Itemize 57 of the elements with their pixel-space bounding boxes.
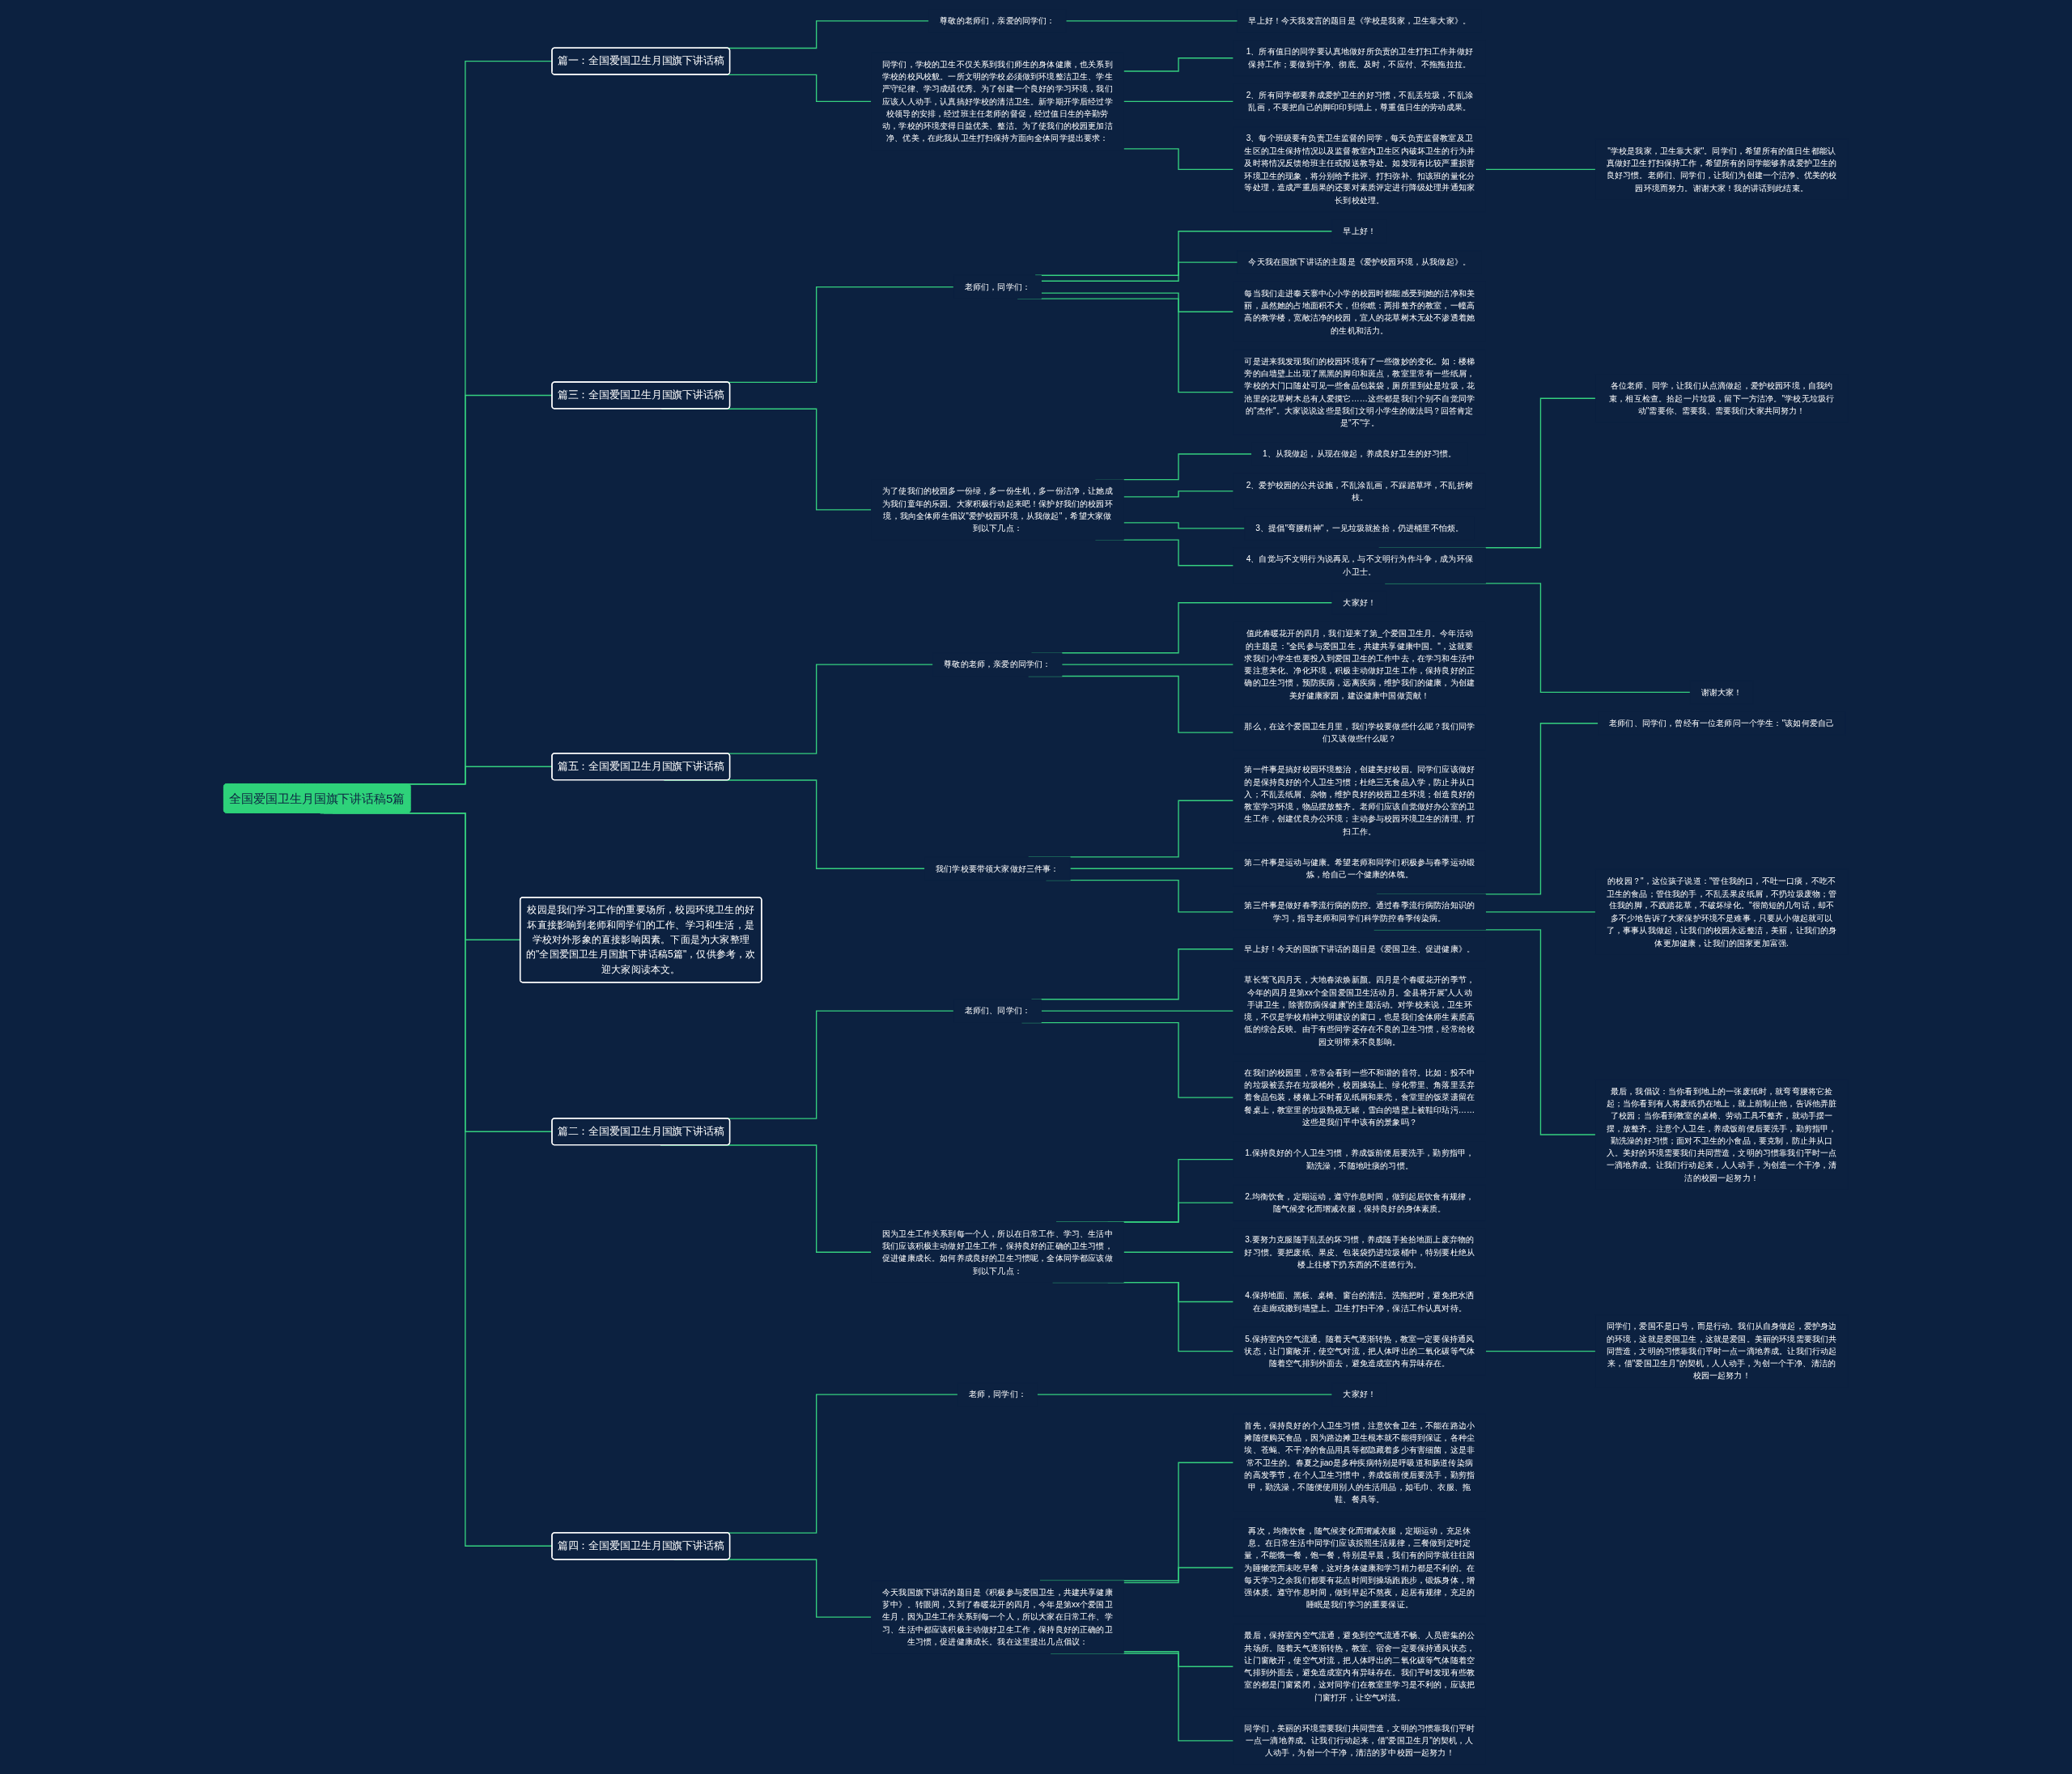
node-text: 最后，保持室内空气流通，避免到空气流通不畅、人员密集的公共场所。随着天气逐渐转热，教室、宿舍一定要保持通风状态，让门窗敞开，使空气对流，把人体呼出的二氧化碳等气体随着空气排到外面去，避免造成室内有异味存在。我们平时发现有些教室的都是门窗紧闭，这对同学们在教室里学习是不利的，应该把门窗打开，让空气对流。 <box>1244 1630 1475 1702</box>
node-text: 3.要努力克服随手乱丢的坏习惯，养成随手捡拾地面上废弃物的好习惯。要把废纸、果皮、包装袋扔进垃圾桶中，特别要杜绝从楼上往楼下扔东西的不道德行为。 <box>1244 1234 1475 1269</box>
node-text: 3、提倡"弯腰精神"，一见垃圾就捡拾，仍进桶里不怕烦。 <box>1255 523 1464 533</box>
node-text: 那么，在这个爱国卫生月里，我们学校要做些什么呢？我们同学们又该做些什么呢？ <box>1244 721 1475 744</box>
node-text: 可是进来我发现我们的校园环境有了一些微妙的变化。如：楼梯旁的白墙壁上出现了黑黑的脚印和斑点，教室里常有一些纸屑，学校的大门口随处可见一些食品包装袋，厕所里到处是垃圾，花池里的花草树木总有人爱摸它……这些都是我们个别不自觉同学的"杰作"。大家说说这些是我们文明小学生的做法吗？回答肯定是"不"字。 <box>1244 356 1475 427</box>
node-text: 尊敬的老师们，亲爱的同学们： <box>940 15 1055 26</box>
node-text: 1、从我做起，从现在做起，养成良好卫生的好习惯。 <box>1263 448 1457 459</box>
connector <box>1061 664 1234 665</box>
node-text: 各位老师、同学，让我们从点滴做起，爱护校园环境，自我约束，相互检查。拾起一片垃圾，留下一方洁净。"学校无垃圾行动"需要你、需要我、需要我们大家共同努力！ <box>1609 380 1835 415</box>
connector <box>1123 1567 1234 1584</box>
node-text: 同学们，爱国不是口号，而是行动。我们从自身做起，爱护身边的环境，这就是爱国卫生，这就是爱国。美丽的环境需要我们共同营造，文明的习惯靠我们平时一点一滴地养成。让我们行动起来，借"爱国卫生月"的契机，人人动手，为创一个干净、清洁的校园一起努力！ <box>1607 1321 1837 1381</box>
node-text: 大家好！ <box>1343 1389 1377 1399</box>
connector <box>1041 261 1238 282</box>
node-text: 同学们，美丽的环境需要我们共同营造，文明的习惯靠我们平时一点一滴地养成。让我们行动起来，借"爱国卫生月"的契机，人人动手，为创一个干净，清洁的芗中校园一起努力！ <box>1244 1723 1475 1758</box>
node-text: 谢谢大家！ <box>1700 687 1743 697</box>
node-text: 大家好！ <box>1343 597 1377 607</box>
node-text: 1.保持良好的个人卫生习惯，养成饭前便后要洗手，勤剪指甲，勤洗澡，不随地吐痰的习惯。 <box>1245 1148 1475 1170</box>
connector <box>1123 1251 1234 1253</box>
connector <box>1485 911 1597 913</box>
node-text: 早上好！ <box>1343 226 1377 236</box>
node-text: 5.保持室内空气流通。随着天气逐渐转热，教室一定要保持通风状态，让门窗敞开，使空气对流，把人体呼出的二氧化碳等气体随着空气排到外面去，避免造成室内有异味存在。 <box>1244 1334 1475 1369</box>
node-text: 草长莺飞四月天，大地春浓焕新颜。四月是个春暖花开的季节，今年的四月是第xx个全国爱国卫生活动月。全县将开展"人人动手讲卫生，除害防病保健康"的主题活动。对学校来说，卫生环境，不仅是学校精神文明建设的窗口，也是我们全体师生素质高低的综合反映。由于有些同学还存在不良的卫生习惯，经常给校园文明带来不良影响。 <box>1244 974 1475 1046</box>
connector <box>1123 490 1234 498</box>
connector <box>1065 20 1238 22</box>
node-text: 3、每个班级要有负责卫生监督的同学，每天负责监督教室及卫生区的卫生保持情况以及监督教室内卫生区内破坏卫生的行为并及时将情况反馈给班主任或报送教导处。如发现有比较严重损害环境卫生的现象，将分别给予批评、打扫弥补、扣该班的量化分等处理，造成严重后果的还要对素质评定进行降级处理并通知家长到校处理。 <box>1244 133 1475 205</box>
node-text: 早上好！今天我发言的题目是《学校是我家，卫生靠大家》。 <box>1248 15 1471 26</box>
node-text: 2、所有同学都要养成爱护卫生的好习惯，不乱丢垃圾，不乱涂乱画，不要把自己的脚印印到墙上，尊重值日生的劳动成果。 <box>1246 90 1474 112</box>
node-text: 在我们的校园里，常常会看到一些不和谐的音符。比如：投不中的垃圾被丢弃在垃圾桶外，校园操场上、绿化带里、角落里丢弃着食品包装，楼梯上不时看见纸屑和果壳，食堂里的饭菜遗留在餐桌上，教室里的垃圾熟视无睹，雪白的墙壁上被鞋印玷污……这些是我们平中该有的景象吗？ <box>1244 1067 1475 1127</box>
connector <box>1485 168 1597 171</box>
node-text: 首先，保持良好的个人卫生习惯，注意饮食卫生，不能在路边小摊随便购买食品，因为路边摊卫生根本就不能得到保证，各种尘埃、苍蝇、不干净的食品用具等都隐藏着多少有害细菌，这是非常不卫生的。春夏之jiao是多种疾病特别是呼吸道和肠道传染病的高发季节，在个人卫生习惯中，养成饭前便后要洗手，勤剪指甲，勤洗澡，不随便使用别人的生活用品，如毛巾、衣服、拖鞋、餐具等。 <box>1244 1420 1475 1505</box>
node-text: 1、所有值日的同学要认真地做好所负责的卫生打扫工作并做好保持工作；要做到干净、彻底、及时，不应付、不拖拖拉拉。 <box>1246 46 1474 69</box>
node-text: 最后，我倡议：当你看到地上的一张废纸时，就弯弯腰将它捡起；当你看到有人将废纸扔在地上，就上前制止他，告诉他弄脏了校园；当你看到教室的桌椅、劳动工具不整齐，就动手摆一摆，放整齐。注意个人卫生，养成饭前便后要洗手，勤剪指甲，勤洗澡的好习惯；面对不卫生的小食品，要克制，防止并从口入。美好的环境需要我们共同营造，文明的习惯靠我们平时一点一滴地养成。让我们行动起来，人人动手，为创造一个干净，清洁的校园一起努力！ <box>1607 1086 1837 1182</box>
connector <box>1123 522 1246 529</box>
node-text: 老师们、同学们，曾经有一位老师问一个学生："该如何爱自己 <box>1609 718 1835 728</box>
node-text: 老师，同学们： <box>969 1389 1027 1399</box>
connector <box>1123 100 1234 102</box>
node-text: 2.均衡饮食，定期运动，遵守作息时间，做到起居饮食有规律，随气候变化而增减衣服，保持良好的身体素质。 <box>1245 1191 1475 1213</box>
node-text: 的校园？"，这位孩子说道："管住我的口，不吐一口痰，不吃不卫生的食品；管住我的手，不乱丢果皮纸屑，不扔垃圾废物；管住我的脚，不践踏花草，不破坏绿化。"很简短的几句话，却不多不少地告诉了大家保护环境不是难事，只要从小做起就可以了，事事从我做起，让我们的校园永远整洁，美丽，让我们的身体更加健康，让我们的国家更加富强. <box>1607 876 1837 948</box>
node-text: "学校是我家，卫生靠大家"。同学们，希望所有的值日生都能认真做好卫生打扫保持工作，希望所有的同学能够养成爱护卫生的良好习惯。老师们、同学们，让我们为创建一个洁净、优美的校园环境而努力。谢谢大家！我的讲话到此结束。 <box>1607 146 1837 193</box>
node-text: 再次，均衡饮食，随气候变化而增减衣服，定期运动，充足休息。在日常生活中同学们应该按照生活规律，三餐做到定时定量，不能饿一餐，饱一餐，特别是早晨，我们有的同学就往往因为睡懒觉而未吃早餐，这对身体健康和学习精力都是不利的。在每天学习之余我们都要有花点时间到操场跑跑步，锻炼身体，增强体质。遵守作息时间，做到早起不熬夜，起居有规律，充足的睡眠是我们学习的重要保证。 <box>1244 1526 1475 1610</box>
connector <box>1069 868 1234 869</box>
connector <box>1037 1394 1333 1395</box>
connector <box>1485 1350 1597 1352</box>
connector <box>1041 292 1234 312</box>
node-text: 4.保持地面、黑板、桌椅、窗台的清洁。洗拖把时，避免把水洒在走廊或撒到墙壁上。卫生打扫干净，保洁工作认真对待。 <box>1245 1290 1475 1313</box>
node-text: 早上好！今天的国旗下讲话的题目是《爱国卫生、促进健康》。 <box>1244 944 1475 954</box>
connector <box>1123 148 1234 171</box>
node-text: 值此春暖花开的四月，我们迎来了第_个爱国卫生月。今年活动的主题是："全民参与爱国卫生，共建共享健康中国。"，这就要求我们小学生也要投入到爱国卫生的工作中去，在学习和生活中要注意美化、净化环境，积极主动做好卫生工作，保持良好的正确的卫生习惯，预防疾病，远离疾病，维护我们的健康，为创建美好健康家园，建设健康中国做贡献！ <box>1244 628 1475 700</box>
connector <box>1041 1010 1234 1012</box>
node-text: 2、爱护校园的公共设施，不乱涂乱画，不踩踏草坪，不乱折树枝。 <box>1246 480 1474 502</box>
node-text: 第二件事是运动与健康。希望老师和同学们积极参与春季运动锻炼，给自己一个健康的体魄。 <box>1244 857 1475 880</box>
node-text: 第一件事是搞好校园环境整治，创建美好校园。同学们应该做好的是保持良好的个人卫生习惯；杜绝三无食品入学，防止并从口入；不乱丢纸屑、杂物，维护良好的校园卫生环境；创造良好的教室学习环境，物品摆放整齐。老师们应该自觉做好办公室的卫生工作，创建优良办公环境；主动参与校园环境卫生的清理、打扫工作。 <box>1244 764 1475 836</box>
connector <box>1123 1651 1234 1667</box>
node-text: 今天我在国旗下讲话的主题是《爱护校园环境，从我做起》。 <box>1248 257 1471 267</box>
node-text: 每当我们走进奉天寨中心小学的校园时都能感受到她的洁净和美丽，虽然她的占地面积不大，但你瞧：两排整齐的教室，一幢高高的教学楼，宽敞洁净的校园，宜人的花草树木无处不渗透着她的生机和活力。 <box>1244 288 1475 335</box>
connector <box>1123 57 1234 72</box>
node-text: 同学们，学校的卫生不仅关系到我们师生的身体健康，也关系到学校的校风校貌。一所文明的学校必须做到环境整洁卫生、学生严守纪律、学习成绩优秀。为了创建一个良好的学习环境，我们应该人人动手，认真搞好学校的清洁卫生。新学期开学后经过学校领导的安排，经过班主任老师的督促，经过值日生的辛勤劳动，学校的环境变得日益优美、整洁。为了使我们的校园更加洁净、优美，在此我从卫生打扫保持方面向全体同学提出要求： <box>882 59 1113 143</box>
